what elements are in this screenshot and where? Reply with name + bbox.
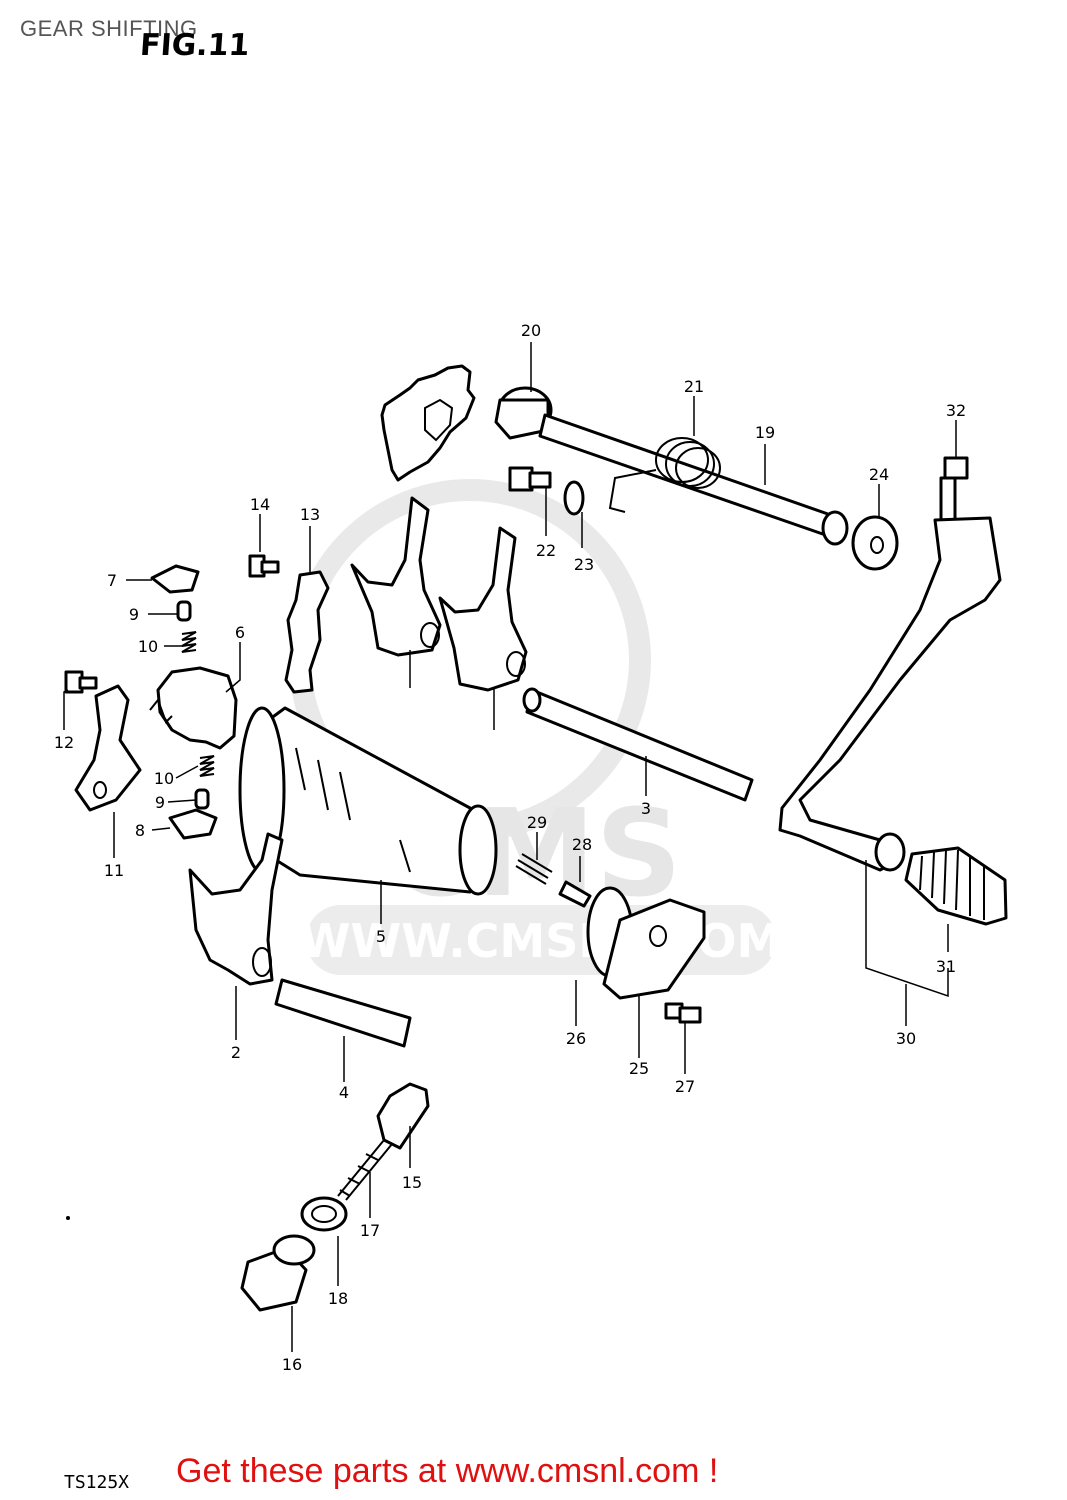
part-11-plate <box>74 684 142 812</box>
callout-9-upper: 9 <box>129 605 139 624</box>
callout-20: 20 <box>521 321 541 340</box>
part-24-oil-seal <box>851 515 899 571</box>
callout-31: 31 <box>936 957 956 976</box>
part-20-shift-arm <box>380 364 553 482</box>
part-4-fork-shaft <box>274 978 412 1048</box>
callout-6: 6 <box>235 623 245 642</box>
watermark-url: WWW.CMSNL.COM <box>300 914 783 968</box>
callout-3: 3 <box>641 799 651 818</box>
part-8-pawl <box>168 808 218 840</box>
callout-labels: 20 21 19 32 24 22 23 14 13 7 9 10 6 12 1… <box>54 321 966 1374</box>
callout-29: 29 <box>527 813 547 832</box>
part-18-gasket <box>300 1196 348 1232</box>
callout-16: 16 <box>282 1355 302 1374</box>
part-17-spring <box>337 1139 393 1201</box>
page-header-title: GEAR SHIFTING <box>20 16 198 41</box>
part-28-pin <box>558 880 592 908</box>
part-3-fork-shaft <box>522 687 754 802</box>
callout-30: 30 <box>896 1029 916 1048</box>
part-9-pin-upper <box>176 600 192 622</box>
part-29-spring <box>515 853 553 885</box>
part-25-cover <box>602 898 706 1000</box>
callout-17: 17 <box>360 1221 380 1240</box>
part-32-bolt <box>939 456 969 524</box>
callout-22: 22 <box>536 541 556 560</box>
callout-24: 24 <box>869 465 889 484</box>
part-1-shift-fork-b <box>438 526 528 692</box>
part-6-cam-guide <box>149 666 238 750</box>
part-27-bolt <box>664 1002 702 1024</box>
part-19-shift-shaft <box>538 413 849 546</box>
part-30-gear-shift-lever <box>778 516 1002 872</box>
callout-5: 5 <box>376 927 386 946</box>
callout-9-lower: 9 <box>155 793 165 812</box>
callout-21: 21 <box>684 377 704 396</box>
part-1-shift-fork-a <box>350 496 442 657</box>
part-23-washer <box>563 480 585 516</box>
callout-15: 15 <box>402 1173 422 1192</box>
part-12-screw <box>64 670 98 694</box>
callout-27: 27 <box>675 1077 695 1096</box>
callout-14: 14 <box>250 495 270 514</box>
part-2-shift-fork <box>188 832 284 986</box>
callout-10-lower: 10 <box>154 769 174 788</box>
callout-32: 32 <box>946 401 966 420</box>
part-7-pin <box>150 564 200 594</box>
watermark: CMS WWW.CMSNL.COM <box>289 479 783 975</box>
callout-13: 13 <box>300 505 320 524</box>
callout-12: 12 <box>54 733 74 752</box>
callout-19: 19 <box>755 423 775 442</box>
callout-4: 4 <box>339 1083 349 1102</box>
part-22-stopper-bolt <box>508 466 552 492</box>
part-21-return-spring <box>608 437 721 513</box>
callout-2: 2 <box>231 1043 241 1062</box>
callout-25: 25 <box>629 1059 649 1078</box>
callout-8: 8 <box>135 821 145 840</box>
callout-11: 11 <box>104 861 124 880</box>
callout-28: 28 <box>572 835 592 854</box>
callout-10-upper: 10 <box>138 637 158 656</box>
part-31-rubber-grip <box>904 846 1008 926</box>
model-code: TS125X <box>64 1472 130 1493</box>
leader-lines <box>63 342 957 1352</box>
part-13-stopper-plate <box>284 570 330 694</box>
part-15-plug <box>376 1082 430 1150</box>
part-10-spring-upper <box>181 631 197 653</box>
part-9-pin-lower <box>194 788 210 810</box>
callout-7: 7 <box>107 571 117 590</box>
callout-23: 23 <box>574 555 594 574</box>
part-10-spring-lower <box>199 755 215 777</box>
callout-18: 18 <box>328 1289 348 1308</box>
part-5-shift-drum <box>238 706 498 896</box>
part-16-cap-bolt <box>240 1234 316 1312</box>
part-14-screw <box>248 554 280 578</box>
buy-parts-link[interactable]: Get these parts at www.cmsnl.com ! <box>176 1452 719 1490</box>
callout-26: 26 <box>566 1029 586 1048</box>
